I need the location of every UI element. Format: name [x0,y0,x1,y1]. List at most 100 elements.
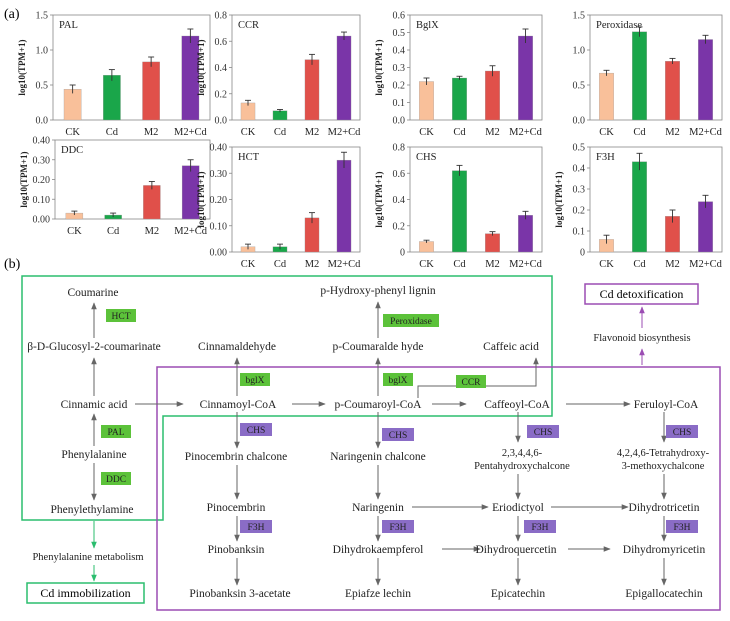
bar-f3h-cd [632,161,647,253]
bar-ccr-cd [272,110,288,121]
y-tick-label-pal: 0.5 [36,81,49,92]
x-tick-label-peroxidase: M2+Cd [689,127,723,138]
x-tick-label-ddc: M2+Cd [174,226,208,237]
x-tick-label-pal: M2+Cd [174,127,208,138]
x-tick-label-peroxidase: Cd [633,127,646,138]
bar-pal-m2 [142,61,160,121]
bar-hct-m2-cd [336,159,352,253]
node-feruloyl-coa: Feruloyl-CoA [634,399,699,411]
node-phenylalanine: Phenylalanine [61,449,126,461]
y-tick-label-f3h: 0.4 [573,164,586,175]
enzyme-label-chs-4: CHS [673,428,691,438]
chart-title-ddc: DDC [61,145,83,156]
bar-ddc-m2 [143,185,161,220]
y-tick-label-ddc: 0.40 [33,136,51,147]
node-hydroxyphenyl-lignin: p-Hydroxy-phenyl lignin [320,285,436,297]
bar-bglx-m2-cd [518,35,533,121]
bar-pal-ck [63,89,82,121]
enzyme-label-chs-1: CHS [247,426,265,436]
enzyme-tag-ccr [456,375,486,388]
x-tick-label-hct: M2 [305,259,320,270]
y-tick-label-f3h: 0 [580,248,585,259]
node-naringenin-chalcone: Naringenin chalcone [330,451,425,463]
node-cd-detoxification: Cd detoxification [600,287,684,301]
bar-peroxidase-ck [599,72,614,121]
y-axis-label-bglx: log10(TPM+1) [374,39,384,95]
bar-chs-m2 [485,233,500,253]
y-tick-label-peroxidase: 0.0 [573,116,586,127]
x-tick-label-ccr: Cd [274,127,287,138]
y-tick-label-hct: 0.00 [210,248,228,259]
enzyme-tag-peroxidase [383,314,439,327]
y-tick-label-chs: 0.4 [393,195,406,206]
enzyme-tag-f3h-1 [240,520,272,533]
enzyme-label-bglx-2: bglX [389,376,408,386]
x-tick-label-chs: M2 [485,259,500,270]
y-tick-label-pal: 0.0 [36,116,49,127]
y-axis-label-ddc: log10(TPM+1) [19,151,29,207]
enzyme-tag-f3h-4 [666,520,698,533]
x-tick-label-f3h: M2 [665,259,680,270]
bar-ccr-m2 [304,59,320,121]
chart-frame-f3h [589,146,723,253]
node-dihydrokaempferol: Dihydrokaempferol [333,544,424,556]
enzyme-label-hct: HCT [112,312,131,322]
y-tick-label-bglx: 0.1 [393,98,406,109]
node-cinnamoyl-coa: Cinnamoyl-CoA [200,399,277,411]
node-pinobanksin: Pinobanksin [208,544,265,556]
bar-chs-m2-cd [518,215,533,253]
y-tick-label-ccr: 0.2 [215,89,228,100]
node-pentahydroxychalcone-line2: Pentahydroxychalcone [474,461,570,472]
chart-title-peroxidase: Peroxidase [596,20,642,31]
enzyme-tag-chs-4 [666,425,698,438]
x-tick-label-hct: M2+Cd [328,259,362,270]
node-cinnamic-acid: Cinnamic acid [61,399,128,411]
node-caffeoyl-coa: Caffeoyl-CoA [484,399,550,411]
node-pinocembrin: Pinocembrin [207,502,266,514]
y-tick-label-peroxidase: 1.5 [573,11,586,22]
node-phenylethylamine: Phenylethylamine [50,504,133,516]
x-tick-label-ddc: M2 [145,226,160,237]
y-tick-label-hct: 0.40 [210,143,228,154]
node-methoxychalcone-line1: 4,2,4,6-Tetrahydroxy- [617,448,710,459]
x-tick-label-ccr: M2 [305,127,320,138]
node-naringenin: Naringenin [352,502,404,514]
chart-frame-pal [52,14,211,121]
y-tick-label-ddc: 0.10 [33,195,51,206]
chart-title-chs: CHS [416,152,437,163]
bar-peroxidase-m2-cd [698,39,713,121]
y-tick-label-chs: 0.2 [393,221,406,232]
y-tick-label-f3h: 0.2 [573,206,586,217]
enzyme-tag-hct [106,309,136,322]
node-cd-immobilization: Cd immobilization [40,586,130,600]
node-dihydroquercetin: Dihydroquercetin [475,544,556,556]
enzyme-label-ccr: CCR [461,378,481,388]
x-tick-label-chs: CK [419,259,434,270]
enzyme-tag-chs-3 [527,425,559,438]
y-tick-label-ccr: 0.6 [215,37,228,48]
node-methoxychalcone-line2: 3-methoxychalcone [622,461,705,472]
y-tick-label-bglx: 0.4 [393,46,406,57]
x-tick-label-chs: M2+Cd [509,259,543,270]
bar-peroxidase-m2 [665,61,680,121]
y-tick-label-peroxidase: 1.0 [573,46,586,57]
x-tick-label-chs: Cd [453,259,466,270]
enzyme-label-f3h-1: F3H [248,523,265,533]
enzyme-label-bglx-1: bglX [246,376,265,386]
enzyme-label-f3h-3: F3H [532,523,549,533]
bar-ccr-m2-cd [336,35,352,121]
x-tick-label-bglx: M2 [485,127,500,138]
y-tick-label-chs: 0.6 [393,169,406,180]
enzyme-label-pal: PAL [107,428,124,438]
y-axis-label-chs: log10(TPM+1) [374,171,384,227]
chart-title-ccr: CCR [238,20,259,31]
x-tick-label-peroxidase: M2 [665,127,680,138]
cd-detoxification-box [584,283,699,305]
y-tick-label-f3h: 0.5 [573,143,586,154]
enzyme-tag-f3h-2 [382,520,414,533]
bar-chs-cd [452,170,467,253]
enzyme-label-f3h-4: F3H [674,523,691,533]
bar-bglx-cd [452,77,467,121]
y-tick-label-chs: 0.8 [393,143,406,154]
